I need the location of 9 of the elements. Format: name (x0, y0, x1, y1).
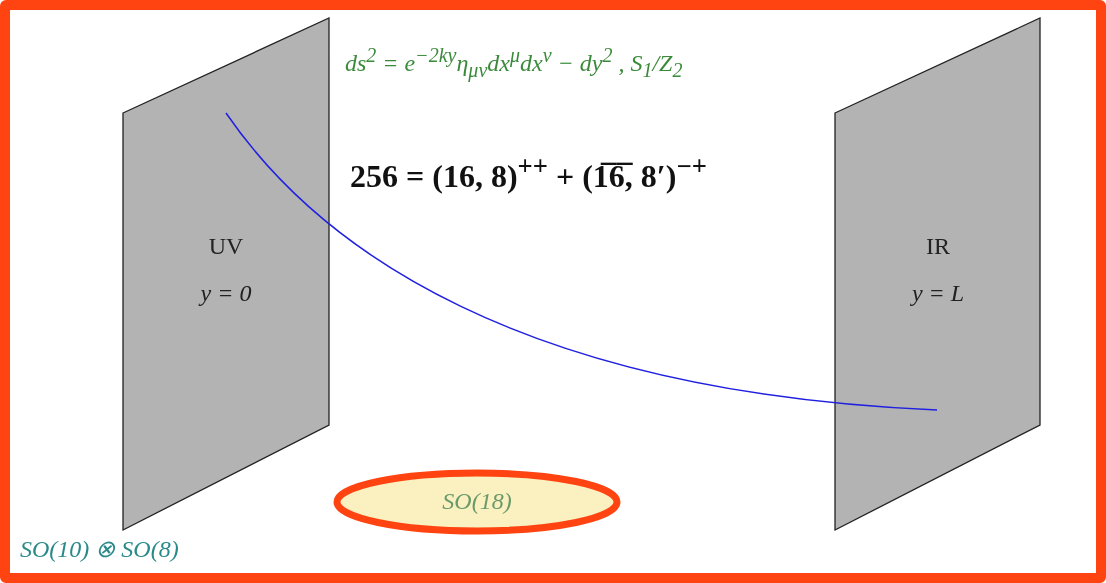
profile-curve (225, 112, 938, 411)
coordinate-label: y = 0 (197, 280, 253, 307)
brane-label: IR (925, 233, 951, 260)
decomposition-equation: 256 = (16, 8)$^{++}$ + (1̅6̅, 8′)$^{−+}$ (350, 152, 707, 194)
group-label: SO(18) (441, 488, 513, 515)
symmetry-label: SO(10) ⊗ SO(8) (20, 536, 179, 563)
brane-label: UV (207, 233, 245, 260)
coordinate-label: y = L (909, 280, 966, 307)
metric-equation: ds$^{2}$ = e$^{−2ky}$η$_{μν}$dx$^{μ}$dx$^{ν}$ − dy$^{2}$ , S$_{1}$/Z$_{2}$ (345, 44, 683, 81)
